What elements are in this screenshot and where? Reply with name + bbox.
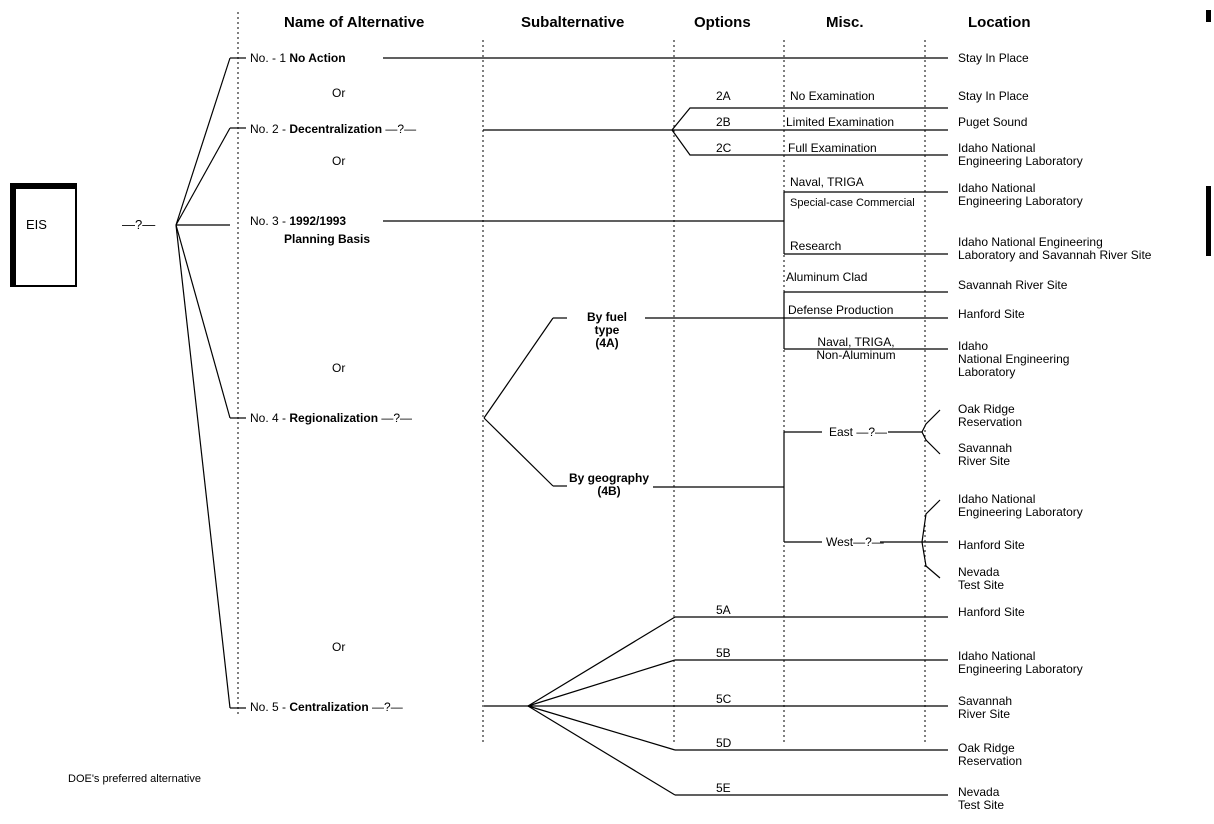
location-puget-sound: Puget Sound: [958, 115, 1028, 129]
location-nevada-test-site: Nevada Test Site: [958, 565, 1005, 592]
header-subalternative: Subalternative: [521, 14, 625, 31]
misc-aluminum-clad: Aluminum Clad: [786, 270, 868, 284]
location-idaho-national-engineering-laboratory: Idaho National Engineering Laboratory: [958, 339, 1070, 379]
misc-defense-production: Defense Production: [788, 303, 894, 317]
header-location: Location: [968, 14, 1031, 31]
misc-limited-examination: Limited Examination: [786, 115, 895, 129]
subalternative-by-geography: By geography (4B): [568, 471, 649, 498]
change-bar-top: [1206, 10, 1211, 22]
location-nevada-test-site: Nevada Test Site: [958, 785, 1005, 812]
location-savannah-river-site: Savannah River Site: [958, 441, 1013, 468]
alternative-2-name: Decentralization: [289, 122, 383, 136]
alternative-3-name: 1992/1993: [289, 214, 347, 228]
misc-east: East —?—: [829, 425, 888, 439]
alternative-1-prefix: No. - 1: [250, 51, 290, 65]
option-5a: 5A: [716, 603, 731, 617]
alternative-4-connector: —?—: [378, 411, 413, 425]
subalternative-by-fuel-type: By fuel type (4A): [586, 310, 627, 350]
footnote-preferred-alternative: DOE's preferred alternative: [68, 773, 201, 785]
alternative-2: No. 2 - Decentralization —?—: [250, 123, 416, 136]
option-5d: 5D: [716, 736, 732, 750]
eis-label: EIS: [26, 217, 47, 232]
location-hanford-site: Hanford Site: [958, 538, 1025, 552]
eis-connector: —?—: [122, 217, 156, 232]
alternative-1: No. - 1 No Action: [250, 52, 346, 65]
location-savannah-river-site: Savannah River Site: [958, 278, 1068, 292]
alternative-3: No. 3 - 1992/1993: [250, 215, 346, 228]
alternative-2-prefix: No. 2 -: [250, 122, 290, 136]
misc-special-case-commercial: Special-case Commercial: [790, 197, 915, 209]
location-oak-ridge-reservation: Oak Ridge Reservation: [958, 402, 1023, 429]
header-options: Options: [694, 14, 751, 31]
location-idaho-national-engineering-laboratory: Idaho National Engineering Laboratory: [958, 181, 1083, 208]
header-name-of-alternative: Name of Alternative: [284, 14, 425, 31]
alternative-5-name: Centralization: [289, 700, 369, 714]
location-idaho-national-engineering-laboratory: Idaho National Engineering Laboratory: [958, 492, 1083, 519]
option-2c: 2C: [716, 141, 732, 155]
alternative-4-name: Regionalization: [289, 411, 379, 425]
alternative-4-prefix: No. 4 -: [250, 411, 290, 425]
option-2a: 2A: [716, 89, 731, 103]
alternative-3-prefix: No. 3 -: [250, 214, 290, 228]
location-hanford-site: Hanford Site: [958, 307, 1025, 321]
alternative-2-connector: —?—: [382, 122, 417, 136]
option-5e: 5E: [716, 781, 731, 795]
location-hanford-site: Hanford Site: [958, 605, 1025, 619]
location-stay-in-place: Stay In Place: [958, 51, 1029, 65]
misc-research: Research: [790, 239, 842, 253]
change-bar-middle: [1206, 186, 1211, 256]
misc-full-examination: Full Examination: [788, 141, 877, 155]
location-idaho-national-engineering-laboratory: Idaho National Engineering Laboratory: [958, 649, 1083, 676]
eis-document-icon: [10, 183, 77, 287]
misc-naval-triga: Naval, TRIGA: [790, 175, 864, 189]
or-label: Or: [332, 154, 346, 168]
option-5b: 5B: [716, 646, 731, 660]
misc-naval-triga-non-aluminum: Naval, TRIGA, Non-Aluminum: [816, 335, 896, 362]
or-label: Or: [332, 361, 346, 375]
alternative-5: No. 5 - Centralization —?—: [250, 701, 403, 714]
option-5c: 5C: [716, 692, 732, 706]
location-idaho-and-savannah-river: Idaho National Engineering Laboratory an…: [958, 235, 1152, 262]
header-misc: Misc.: [826, 14, 864, 31]
or-label: Or: [332, 86, 346, 100]
misc-west: West—?—: [826, 535, 884, 549]
location-oak-ridge-reservation: Oak Ridge Reservation: [958, 741, 1023, 768]
alternative-5-connector: —?—: [368, 700, 403, 714]
location-idaho-national-engineering-laboratory: Idaho National Engineering Laboratory: [958, 141, 1083, 168]
misc-no-examination: No Examination: [790, 89, 875, 103]
option-2b: 2B: [716, 115, 731, 129]
alternative-3-name-line2: Planning Basis: [284, 232, 371, 246]
alternative-5-prefix: No. 5 -: [250, 700, 290, 714]
location-savannah-river-site: Savannah River Site: [958, 694, 1013, 721]
location-stay-in-place: Stay In Place: [958, 89, 1029, 103]
or-label: Or: [332, 640, 346, 654]
alternative-4: No. 4 - Regionalization —?—: [250, 412, 412, 425]
alternative-1-name: No Action: [289, 51, 346, 65]
